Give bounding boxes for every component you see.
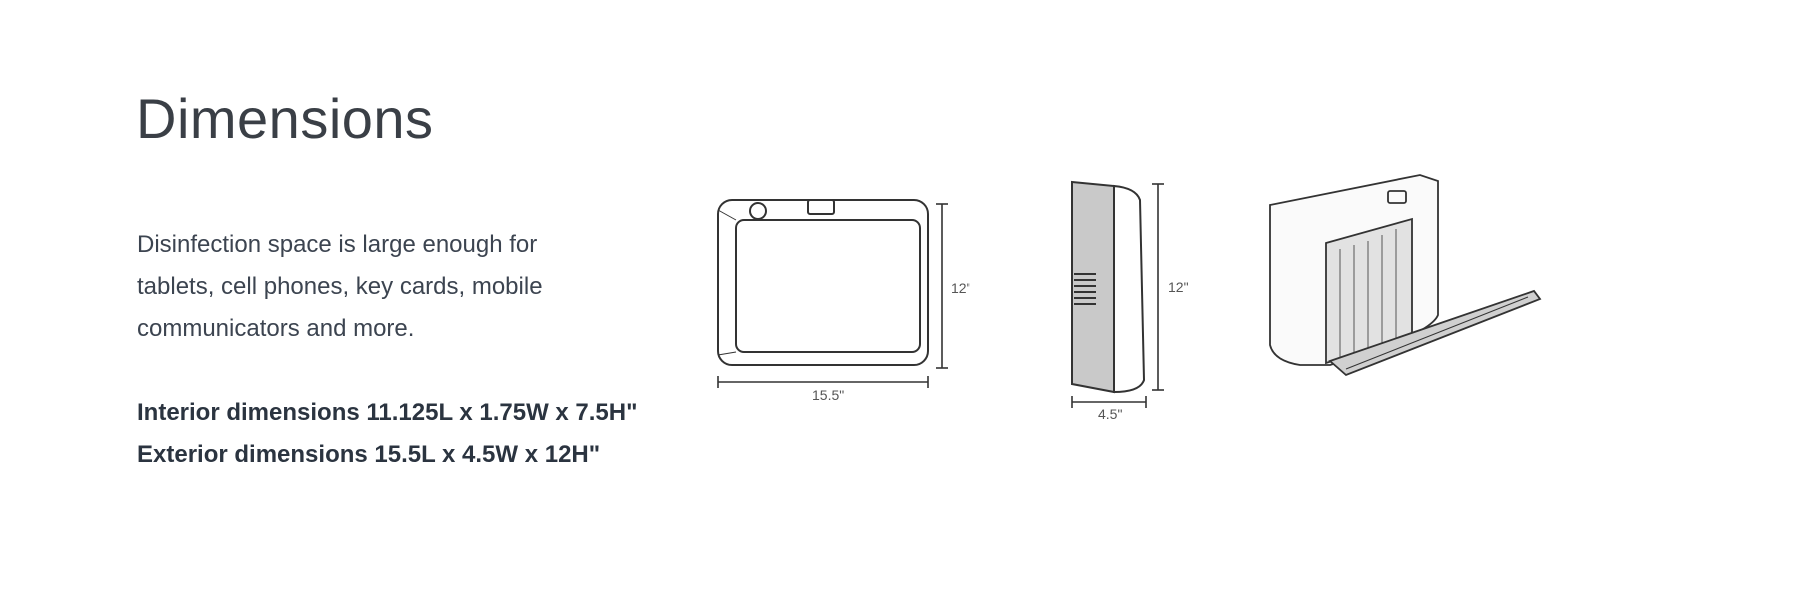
side-view-drawing: 12" 4.5" (1060, 170, 1200, 422)
exterior-dimensions: Exterior dimensions 15.5L x 4.5W x 12H" (137, 441, 601, 468)
page-title: Dimensions (136, 87, 434, 150)
device-button (749, 202, 767, 220)
side-front-edge (1113, 184, 1146, 394)
description-text: Disinfection space is large enough for t… (137, 231, 543, 342)
device-handle (807, 199, 835, 215)
front-width-label: 15.5" (812, 387, 844, 403)
open-view-drawing (1260, 165, 1560, 395)
front-view-drawing: 15.5" 12" (710, 190, 972, 410)
front-height-label: 12" (951, 280, 970, 296)
side-height-label: 12" (1168, 279, 1189, 295)
cabinet-handle (1387, 190, 1407, 204)
device-outer-body (717, 199, 929, 366)
side-depth-label: 4.5" (1098, 406, 1122, 420)
vent-grille (1074, 273, 1096, 305)
interior-dimensions: Interior dimensions 11.125L x 1.75W x 7.… (137, 399, 638, 426)
device-door-panel (735, 219, 921, 353)
dimension-specs: Interior dimensions 11.125L x 1.75W x 7.… (137, 392, 637, 476)
open-door (1328, 289, 1542, 377)
